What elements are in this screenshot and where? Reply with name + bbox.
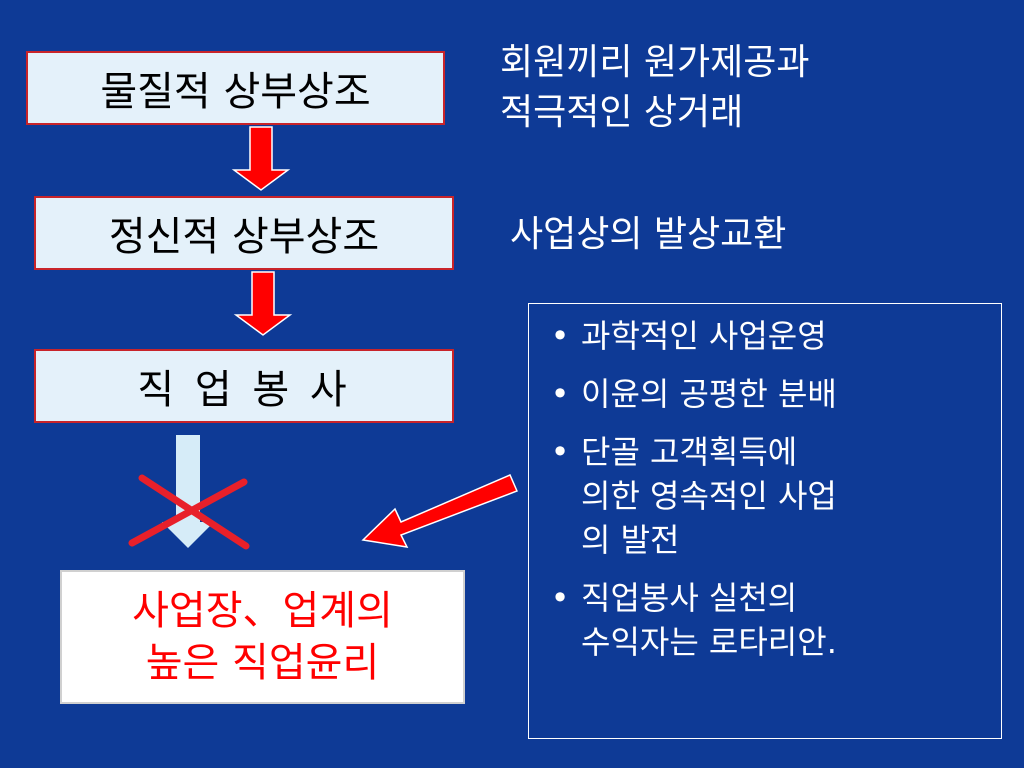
step-box-material-mutual-aid: 물질적 상부상조 [26,51,445,125]
result-line-1: 사업장、업계의 [132,588,393,634]
bullet-text: 단골 고객획득에 의한 영속적인 사업 의 발전 [581,433,837,559]
step-box-spiritual-mutual-aid: 정신적 상부상조 [34,196,454,270]
bullet-item: • 직업봉사 실천의 수익자는 로타리안. [539,576,993,664]
diagonal-arrow-icon [361,474,519,548]
down-arrow-icon [233,271,293,336]
bullet-dot-icon: • [550,579,570,617]
bullet-item: • 과학적인 사업운영 [539,314,993,358]
result-box-professional-ethics: 사업장、업계의 높은 직업윤리 [60,570,465,704]
note-cost-and-trade: 회원끼리 원가제공과 적극적인 상거래 [500,38,810,138]
result-line-2: 높은 직업윤리 [145,640,380,686]
note-idea-exchange: 사업상의 발상교환 [510,214,787,255]
bullet-dot-icon: • [550,317,570,355]
bullet-dot-icon: • [550,433,570,471]
bullet-item: • 이윤의 공평한 분배 [539,372,993,416]
step-label: 직 업 봉 사 [137,367,351,413]
bullet-dot-icon: • [550,375,570,413]
bullet-item: • 단골 고객획득에 의한 영속적인 사업 의 발전 [539,430,993,562]
bullet-list-box: • 과학적인 사업운영 • 이윤의 공평한 분배 • 단골 고객획득에 의한 영… [528,303,1002,739]
bullet-text: 과학적인 사업운영 [581,317,827,355]
bullet-text: 이윤의 공평한 분배 [581,375,837,413]
cross-stroke-1 [138,474,250,550]
step-label: 물질적 상부상조 [100,69,371,115]
down-arrow-icon [231,126,291,191]
cross-stroke-2 [128,478,248,547]
note-line-2: 적극적인 상거래 [500,92,744,133]
step-label: 정신적 상부상조 [108,214,380,260]
note-line-1: 회원끼리 원가제공과 [500,42,810,83]
step-box-vocational-service: 직 업 봉 사 [34,349,454,423]
faded-down-arrow-icon [162,435,214,548]
bullet-text: 직업봉사 실천의 수익자는 로타리안. [581,579,837,661]
